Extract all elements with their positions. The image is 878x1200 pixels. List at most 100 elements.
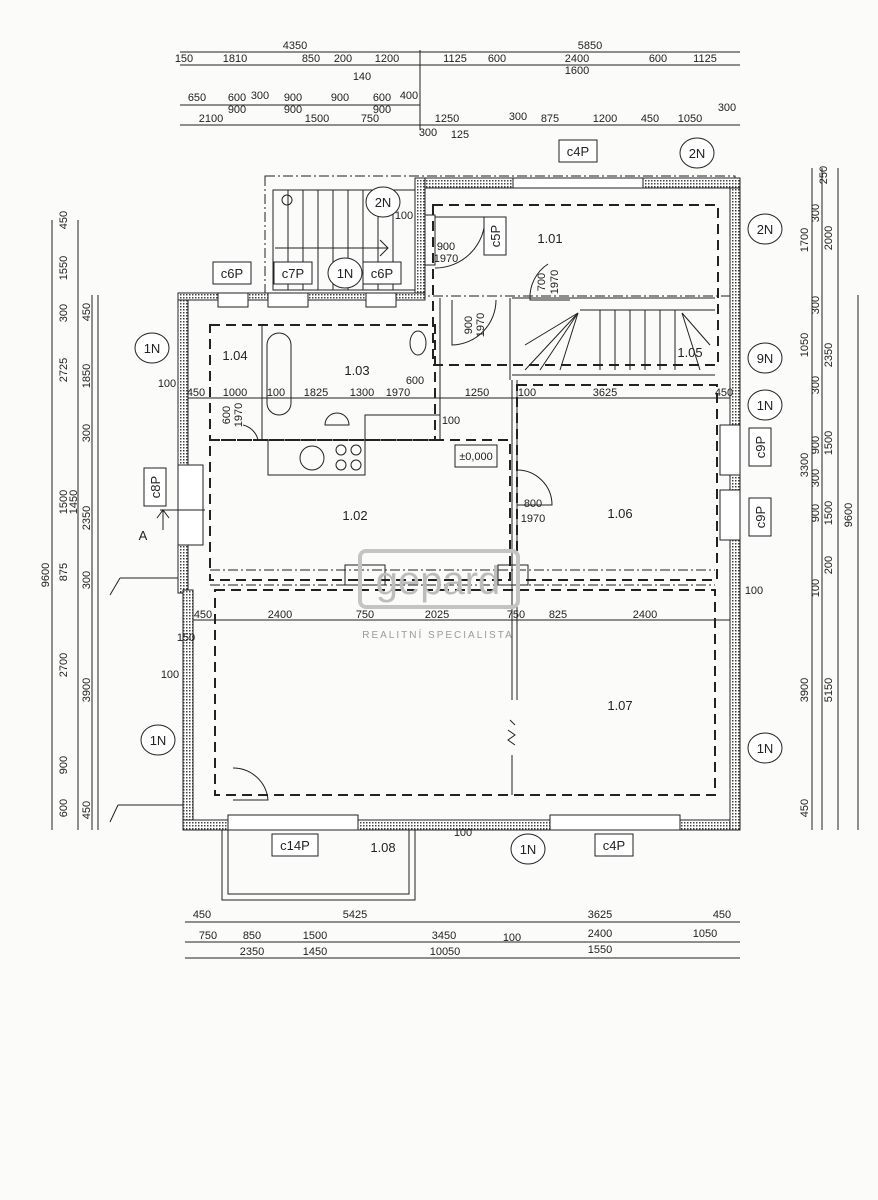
window-tag-box bbox=[143, 467, 167, 507]
terrace-lines bbox=[109, 577, 183, 823]
section-marker bbox=[156, 509, 205, 530]
wall-type-circle bbox=[140, 724, 176, 756]
dimension-label: 300 bbox=[81, 424, 93, 442]
dimension-label: 2400 bbox=[633, 609, 657, 621]
dimension-label: 450 bbox=[194, 609, 212, 621]
wall-type-tag: 2N bbox=[375, 195, 392, 210]
door-dimension: 900 bbox=[437, 241, 455, 253]
dimension-label: 1850 bbox=[81, 364, 93, 388]
dimension-label: 750 bbox=[199, 930, 217, 942]
room-number: 1.01 bbox=[537, 231, 562, 246]
dimension-label: 2700 bbox=[58, 653, 70, 677]
window-tag: c6P bbox=[221, 266, 243, 281]
door-dimension: 600 bbox=[221, 406, 233, 424]
level-mark: ±0,000 bbox=[459, 451, 493, 463]
wall-type-tag: 1N bbox=[150, 733, 167, 748]
dimension-label: 300 bbox=[718, 102, 736, 114]
wall-type-tag: 1N bbox=[337, 266, 354, 281]
dimension-label: 850 bbox=[243, 930, 261, 942]
dimension-label: 100 bbox=[810, 579, 822, 597]
wall-type-tag: 1N bbox=[520, 842, 537, 857]
dimension-label: 100 bbox=[395, 210, 413, 222]
dimension-label: 300 bbox=[810, 376, 822, 394]
dimension-label: 100 bbox=[161, 669, 179, 681]
dimension-label: 3450 bbox=[432, 930, 456, 942]
dimension-label: 9600 bbox=[40, 563, 52, 587]
dimension-label: 900 bbox=[331, 92, 349, 104]
interior-walls bbox=[210, 297, 715, 795]
dimension-label: 750 bbox=[361, 113, 379, 125]
window-tag: c4P bbox=[603, 838, 625, 853]
dimension-label: 1810 bbox=[223, 53, 247, 65]
door-dimension: 1970 bbox=[434, 253, 458, 265]
dimension-label: 2025 bbox=[425, 609, 449, 621]
dimension-label: 300 bbox=[810, 204, 822, 222]
wall-type-circle bbox=[134, 332, 170, 364]
dimension-label: 900 bbox=[810, 436, 822, 454]
dimension-label: 150 bbox=[175, 53, 193, 65]
watermark-frame bbox=[358, 549, 520, 609]
door-dimension: 800 bbox=[524, 498, 542, 510]
dimension-label: 3625 bbox=[588, 909, 612, 921]
dimension-label: 825 bbox=[549, 609, 567, 621]
window-tag-box bbox=[558, 139, 598, 163]
dimension-label: 300 bbox=[810, 469, 822, 487]
door-dimension: 900 bbox=[463, 316, 475, 334]
window-tag: c14P bbox=[280, 838, 310, 853]
window-tag-box bbox=[594, 833, 634, 857]
dimension-label: 1125 bbox=[443, 53, 467, 65]
dimension-label: 1825 bbox=[304, 387, 328, 399]
dimension-label: 3900 bbox=[81, 678, 93, 702]
dimension-label: 1450 bbox=[68, 490, 80, 514]
dimension-label: 450 bbox=[713, 909, 731, 921]
dimension-label: 125 bbox=[451, 129, 469, 141]
dimension-label: 300 bbox=[509, 111, 527, 123]
dimension-label: 1550 bbox=[58, 256, 70, 280]
window-tag: c8P bbox=[148, 476, 163, 498]
watermark-tagline: REALITNÍ SPECIALISTA bbox=[362, 628, 514, 641]
wall-type-circle bbox=[747, 342, 783, 374]
dimension-label: 1500 bbox=[303, 930, 327, 942]
room-number: 1.06 bbox=[607, 506, 632, 521]
dimension-label: 450 bbox=[187, 387, 205, 399]
dimension-label: 2350 bbox=[240, 946, 264, 958]
dimension-label: 600 bbox=[58, 799, 70, 817]
wall-type-circle bbox=[747, 213, 783, 245]
dimension-label: 1970 bbox=[386, 387, 410, 399]
dimension-label: 450 bbox=[81, 303, 93, 321]
window-tag-box bbox=[483, 216, 507, 256]
dimension-label: 450 bbox=[641, 113, 659, 125]
window-tag: c9P bbox=[753, 436, 768, 458]
dimension-label: 100 bbox=[454, 827, 472, 839]
dimension-label: 9600 bbox=[843, 503, 855, 527]
dimension-label: 1500 bbox=[823, 431, 835, 455]
dimension-label: 900 bbox=[284, 92, 302, 104]
wall-type-circle bbox=[327, 257, 363, 289]
wall-type-tag: 2N bbox=[689, 146, 706, 161]
room-number: 1.07 bbox=[607, 698, 632, 713]
dimension-label: 1250 bbox=[465, 387, 489, 399]
dimension-label: 10050 bbox=[430, 946, 461, 958]
dimension-label: 450 bbox=[81, 801, 93, 819]
window-tag-box bbox=[271, 833, 319, 857]
dimension-label: 300 bbox=[58, 304, 70, 322]
dimension-label: 1050 bbox=[678, 113, 702, 125]
dimension-label: 1500 bbox=[823, 501, 835, 525]
level-mark-box bbox=[454, 444, 498, 468]
dimension-label: 900 bbox=[284, 104, 302, 116]
fixtures bbox=[266, 330, 516, 746]
dimension-label: 200 bbox=[334, 53, 352, 65]
dimension-label: 2400 bbox=[565, 53, 589, 65]
dimension-label: 450 bbox=[193, 909, 211, 921]
door-dimension: 700 bbox=[536, 273, 548, 291]
window-tag: c7P bbox=[282, 266, 304, 281]
dimension-label: 450 bbox=[799, 799, 811, 817]
dimension-label: 1700 bbox=[799, 228, 811, 252]
dimension-label: 1600 bbox=[565, 65, 589, 77]
dimension-label: 750 bbox=[356, 609, 374, 621]
window-tag-box bbox=[362, 261, 402, 285]
dimension-label: 2350 bbox=[823, 343, 835, 367]
dimension-label: 150 bbox=[177, 632, 195, 644]
dimension-label: 1450 bbox=[303, 946, 327, 958]
